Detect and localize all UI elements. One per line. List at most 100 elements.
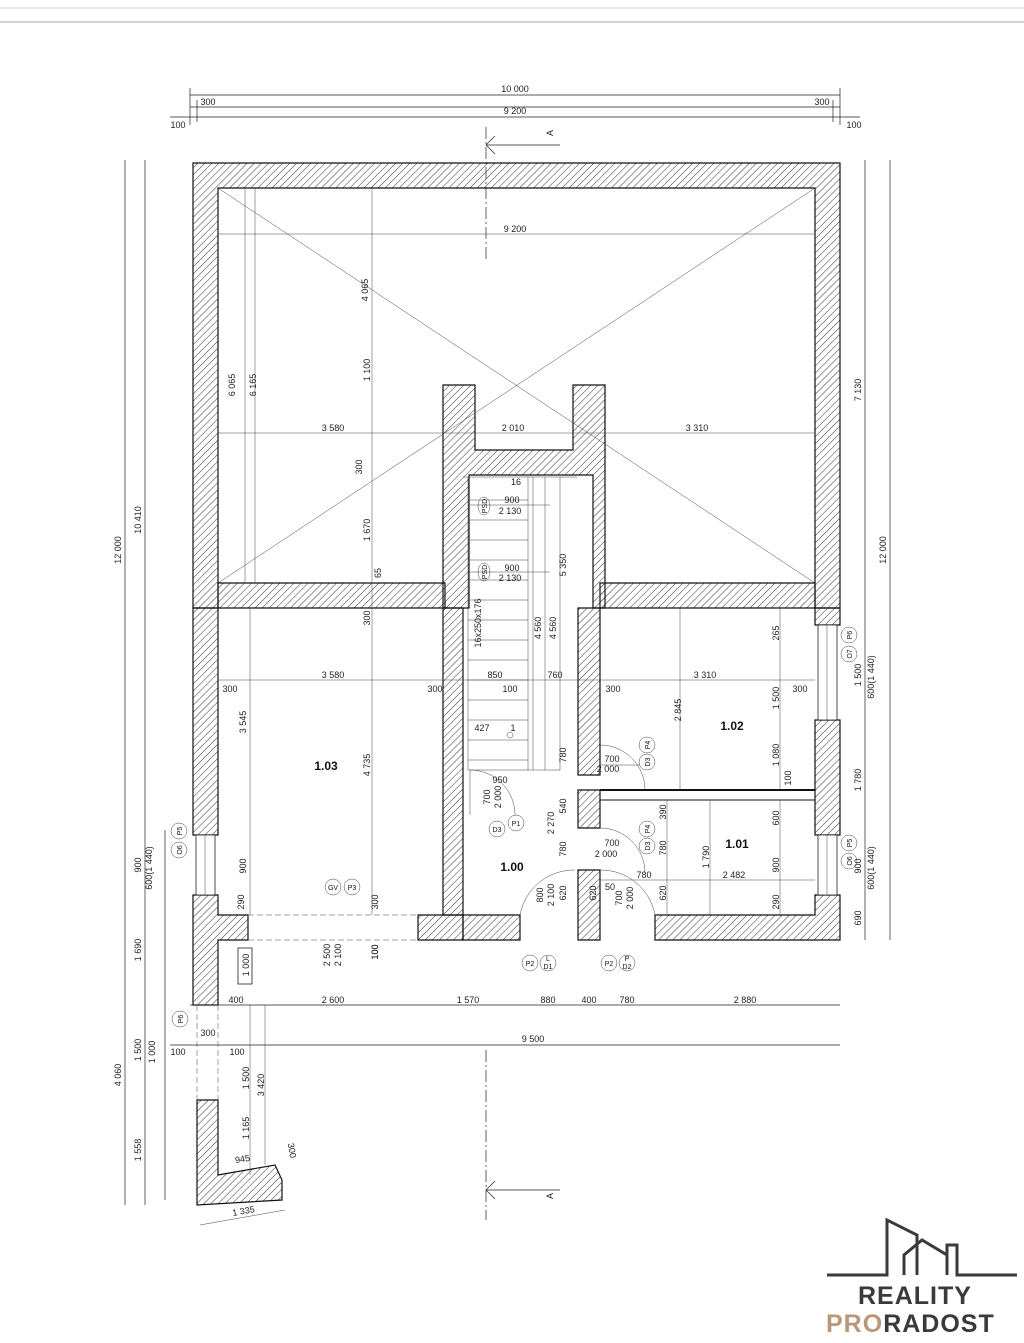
company-logo xyxy=(827,1217,1017,1277)
dim-bottom-880: 880 xyxy=(540,995,555,1005)
dim-row-300a: 300 xyxy=(222,684,237,694)
tag-d3a: D3 xyxy=(493,827,502,834)
element-tags: PSD PSD D3 P1 D3 P4 D3 P4 GV P3 P2 L D1 … xyxy=(170,496,858,1028)
room-102-dims: 700 2 000 2 845 1 500 1 080 265 100 xyxy=(597,608,793,790)
entrance: 2 500 2 100 100 1 000 xyxy=(237,914,418,985)
dim-right-900: 900 xyxy=(853,858,863,873)
dim-door-700a: 700 xyxy=(482,789,492,804)
dim-v-300b: 300 xyxy=(362,610,372,625)
partitions xyxy=(463,476,815,915)
dim-stair-950: 950 xyxy=(492,775,507,785)
dim-d-780a: 780 xyxy=(558,747,568,762)
vertical-internal-dims: 6 065 6 165 1 100 300 1 670 65 300 4 735… xyxy=(227,188,383,960)
dim-bottom-780: 780 xyxy=(619,995,634,1005)
dim-top-inner: 9 200 xyxy=(504,106,527,116)
dim-left-12000: 12 000 xyxy=(113,536,123,564)
section-marker-top: A xyxy=(485,127,560,262)
dim-r102-265: 265 xyxy=(771,625,781,640)
section-label-top: A xyxy=(545,130,555,136)
dim-d-50: 50 xyxy=(605,882,615,892)
room-label-102: 1.02 xyxy=(720,719,744,733)
dim-r101-700: 700 xyxy=(604,838,619,848)
dim-row-3580: 3 580 xyxy=(322,670,345,680)
dim-left-1558: 1 558 xyxy=(133,1139,143,1162)
dim-d-2000b: 2 000 xyxy=(625,887,635,910)
dim-bottom-1570: 1 570 xyxy=(457,995,480,1005)
dim-top-right-300: 300 xyxy=(814,97,829,107)
dim-r101-290: 290 xyxy=(771,894,781,909)
windows xyxy=(195,624,838,896)
dim-r101-780a: 780 xyxy=(658,840,668,855)
room-label-103: 1.03 xyxy=(314,759,338,773)
dim-row-850: 850 xyxy=(487,670,502,680)
dim-r102-2845: 2 845 xyxy=(673,699,683,722)
dim-stair-2130b: 2 130 xyxy=(499,573,522,583)
dim-right-7130: 7 130 xyxy=(853,379,863,402)
dim-bottom-2600: 2 600 xyxy=(322,995,345,1005)
logo-word-radost: RADOST xyxy=(883,1310,995,1338)
dim-porch-300: 300 xyxy=(286,1142,298,1159)
dim-d-540: 540 xyxy=(558,798,568,813)
dim-top-total: 10 000 xyxy=(501,84,529,94)
tag-p2a: P2 xyxy=(526,961,535,968)
dim-door-2000a: 2 000 xyxy=(493,786,503,809)
dim-bottom-100a: 100 xyxy=(170,1047,185,1057)
tag-d3c: D3 xyxy=(645,841,652,850)
dim-v-100: 100 xyxy=(370,944,380,959)
house-skyline-icon xyxy=(827,1217,1017,1277)
tag-p2b: P2 xyxy=(605,961,614,968)
doors: 700 2 000 780 2 270 540 780 620 800 2 10… xyxy=(469,744,656,916)
dim-v-3545: 3 545 xyxy=(238,711,248,734)
room-101-dims: 700 2 000 390 780 620 780 1 790 2 482 60… xyxy=(595,800,815,915)
dim-r101-900: 900 xyxy=(771,857,781,872)
dim-r102-700: 700 xyxy=(604,754,619,764)
dim-left-600-1440: 600(1 440) xyxy=(144,846,154,890)
dim-r101-780b: 780 xyxy=(636,870,651,880)
section-label-bottom: A xyxy=(545,1193,555,1199)
dim-bottom-100b: 100 xyxy=(229,1047,244,1057)
dim-row-300d: 300 xyxy=(792,684,807,694)
dim-r102-1500: 1 500 xyxy=(771,687,781,710)
tag-d2: D2 xyxy=(623,964,632,971)
dim-r101-390: 390 xyxy=(658,804,668,819)
dim-v-65: 65 xyxy=(373,568,383,578)
dim-top-right-100: 100 xyxy=(846,120,861,130)
stair-spec: 16x250x176 xyxy=(473,598,483,647)
dim-right-12000: 12 000 xyxy=(878,536,888,564)
dim-porch-1165: 1 165 xyxy=(241,1117,251,1140)
tag-gv: GV xyxy=(328,885,338,892)
dim-left-1690: 1 690 xyxy=(133,939,143,962)
tag-o7: O7 xyxy=(847,649,854,658)
dim-bottom-2880: 2 880 xyxy=(734,995,757,1005)
dim-entry-2500: 2 500 xyxy=(322,944,332,967)
section-marker-bottom: A xyxy=(485,1050,560,1220)
room-label-101: 1.01 xyxy=(725,837,749,851)
dim-d-780b: 780 xyxy=(558,841,568,856)
dim-row-300c: 300 xyxy=(605,684,620,694)
dim-r101-620: 620 xyxy=(658,885,668,900)
dim-v-900l: 900 xyxy=(238,858,248,873)
dim-stair-427: 427 xyxy=(474,723,489,733)
dim-left-1500: 1 500 xyxy=(133,1039,143,1062)
dim-row-300b: 300 xyxy=(427,684,442,694)
dim-d-620a: 620 xyxy=(558,885,568,900)
dim-porch-1335: 1 335 xyxy=(232,1204,256,1218)
dim-r102-1080: 1 080 xyxy=(771,744,781,767)
dim-bottom-400a: 400 xyxy=(228,995,243,1005)
tag-psd2: PSD xyxy=(482,565,489,579)
dim-stair-4560b: 4 560 xyxy=(548,617,558,640)
right-dimension-chain: 7 130 12 000 1 500 600(1 440) 1 780 900 … xyxy=(853,160,891,940)
dim-d-2100: 2 100 xyxy=(546,884,556,907)
dim-r101-2482: 2 482 xyxy=(723,870,746,880)
tag-p: P xyxy=(625,956,630,963)
tag-p4b: P4 xyxy=(645,825,652,834)
tag-d1: D1 xyxy=(544,964,553,971)
stair-dims: 16 900 2 130 900 2 130 5 350 4 560 4 560… xyxy=(468,477,568,785)
logo-word-reality: REALITY xyxy=(858,1282,972,1310)
dim-right-690: 690 xyxy=(853,910,863,925)
dim-top-left-100: 100 xyxy=(170,120,185,130)
dim-bottom-400b: 400 xyxy=(581,995,596,1005)
tag-o6b: O6 xyxy=(847,856,854,865)
dim-r102-2000: 2 000 xyxy=(597,764,620,774)
